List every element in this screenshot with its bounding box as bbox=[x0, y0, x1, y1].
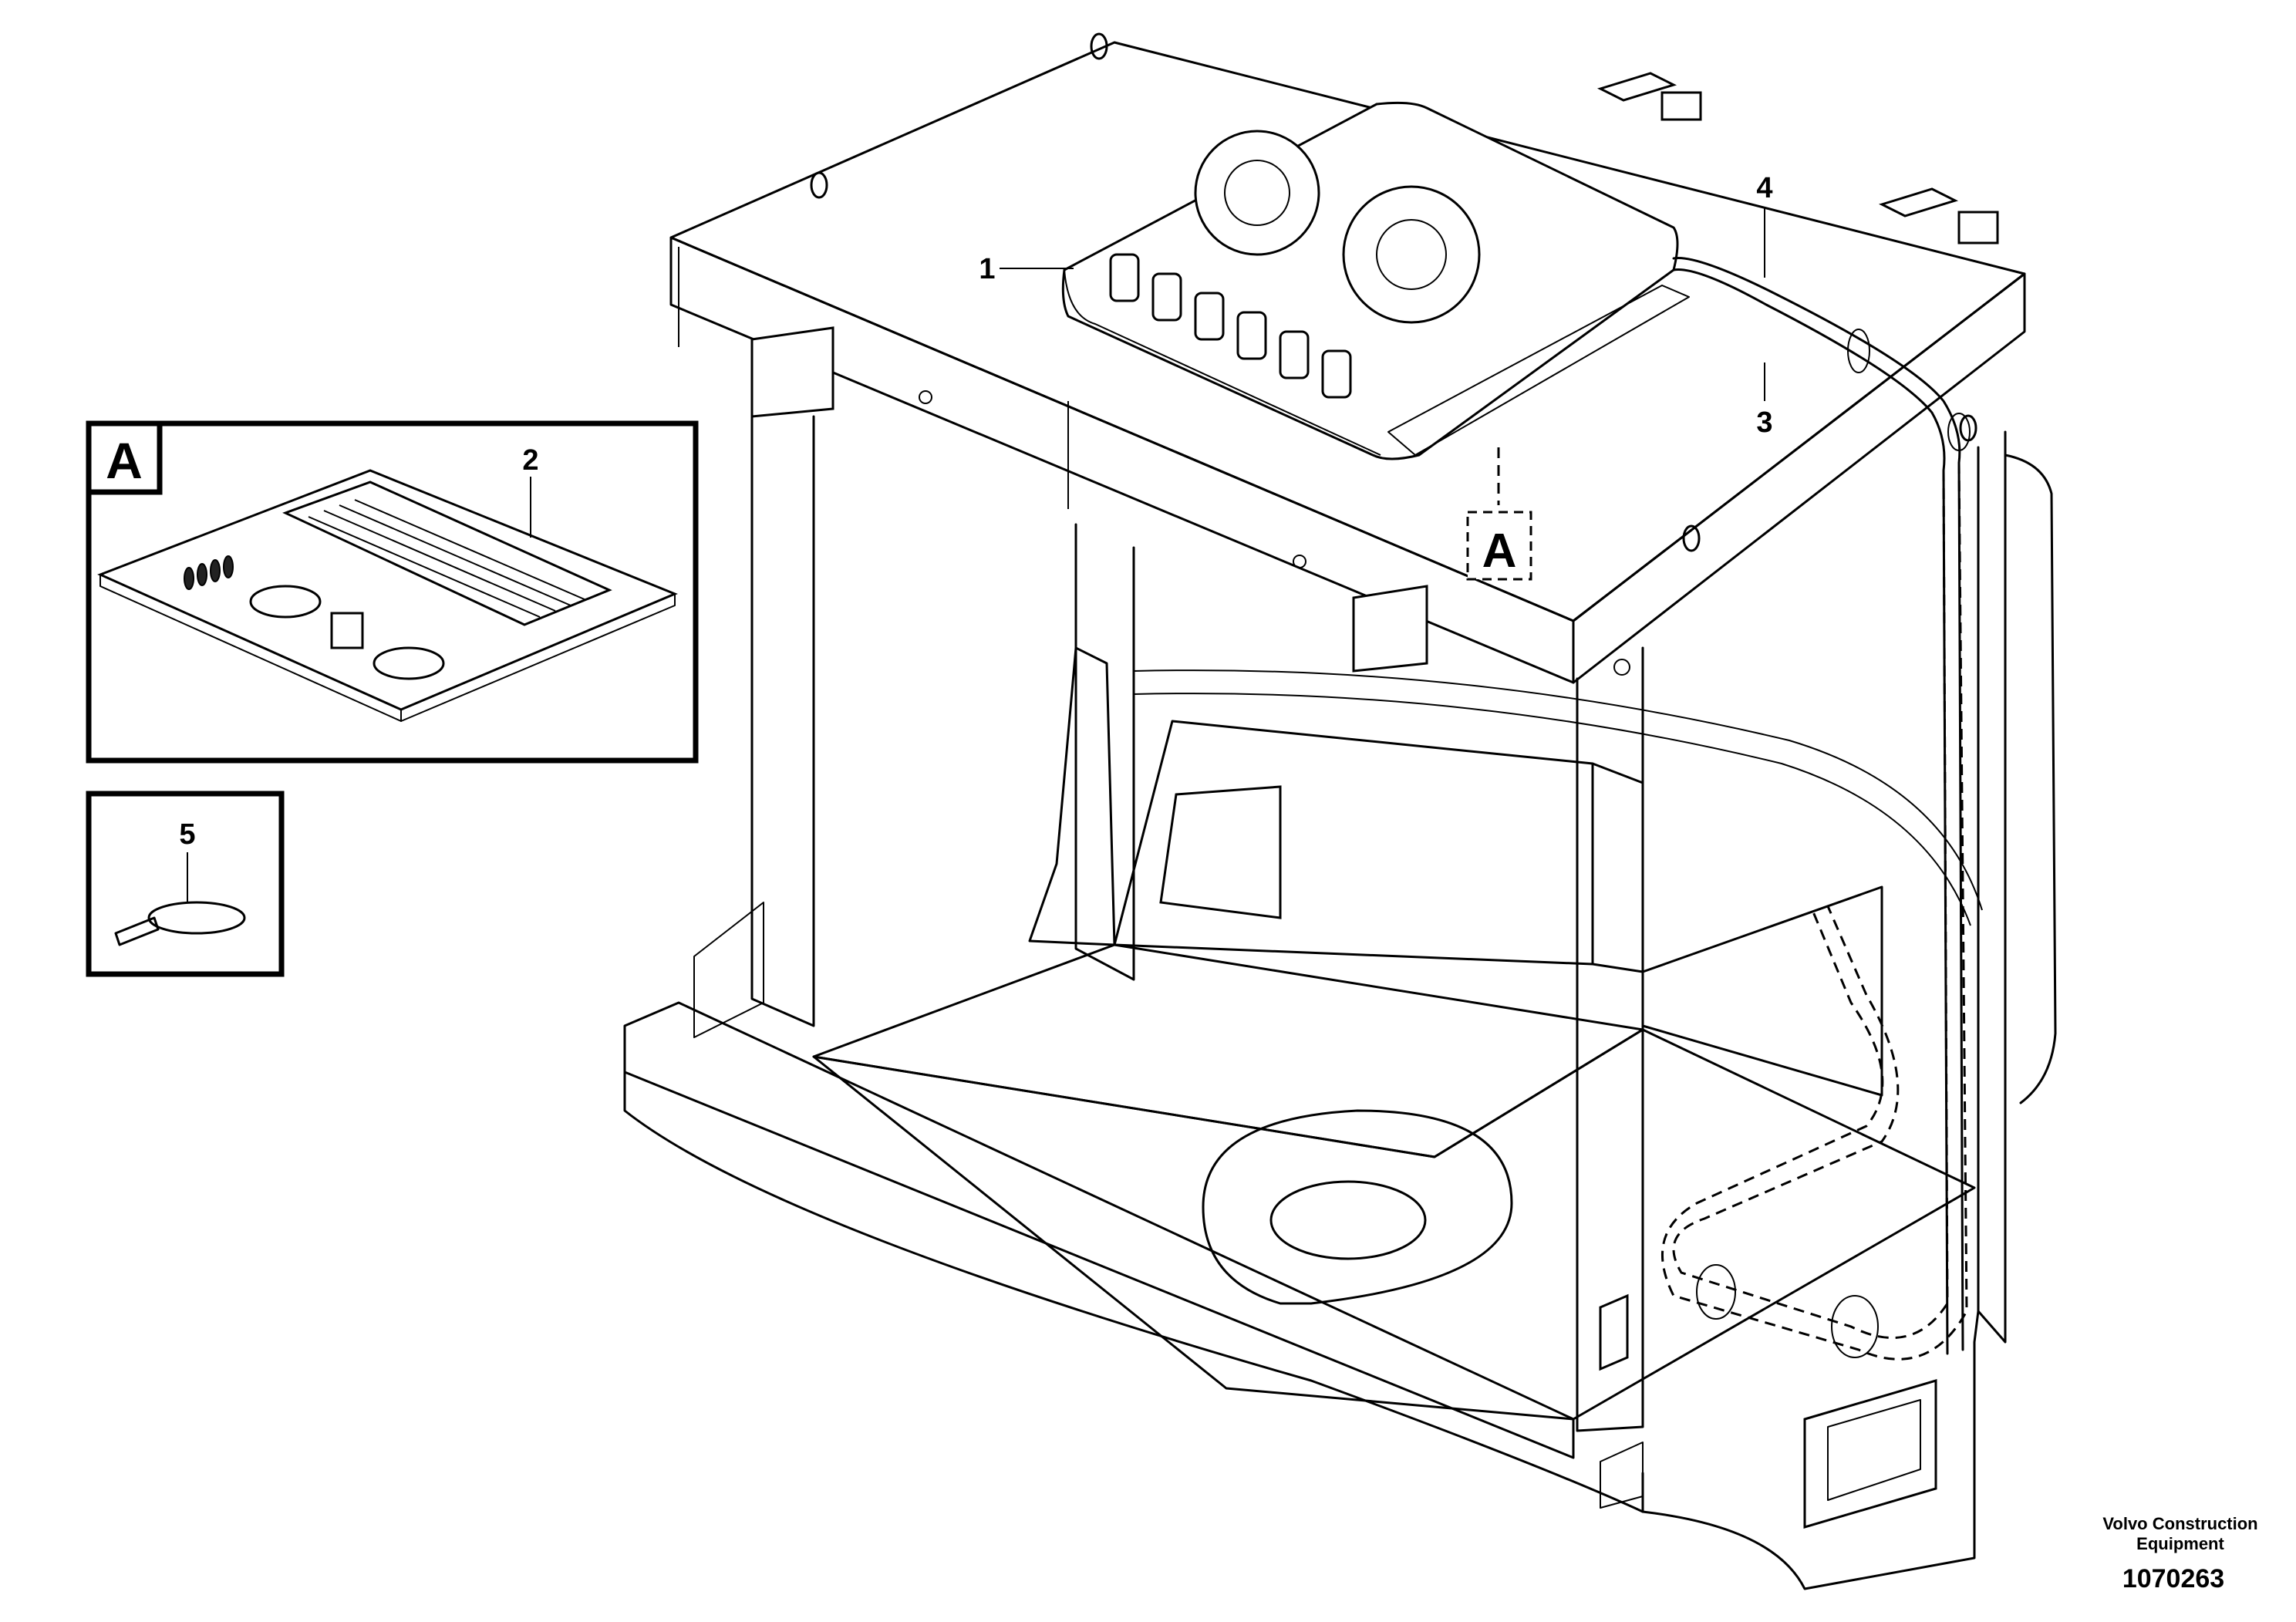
callout-5: 5 bbox=[179, 818, 196, 902]
ac-unit bbox=[1061, 101, 1690, 460]
ac-mounting-vents bbox=[184, 555, 234, 590]
detail-view-a-tag: A bbox=[106, 432, 143, 489]
footer-company-line2: Equipment bbox=[2136, 1534, 2224, 1553]
lifting-eye-icons bbox=[810, 32, 1977, 552]
cable-tie-icon bbox=[114, 901, 246, 946]
callout-4-number: 4 bbox=[1756, 172, 1772, 204]
ac-mounting-frame bbox=[97, 469, 678, 722]
callout-2-number: 2 bbox=[522, 444, 538, 477]
detail-tag-a: A bbox=[1466, 511, 1532, 581]
roof-brackets bbox=[750, 72, 1999, 673]
callout-4: 4 bbox=[1756, 172, 1773, 278]
callout-1: 1 bbox=[979, 253, 1074, 285]
footer-company-line1: Volvo Construction bbox=[2102, 1514, 2257, 1533]
cab-base bbox=[623, 1001, 1980, 1590]
cab-roof bbox=[669, 41, 2026, 684]
refrigerant-hoses bbox=[1661, 257, 1971, 1361]
detail-tag-a-label: A bbox=[1482, 524, 1517, 578]
footer-drawing-number: 1070263 bbox=[2122, 1564, 2224, 1593]
callout-5-number: 5 bbox=[179, 818, 195, 851]
callout-3: 3 bbox=[1756, 363, 1773, 439]
detail-view-a: A bbox=[86, 420, 699, 764]
footer: Volvo Construction Equipment 1070263 bbox=[2102, 1514, 2257, 1593]
callout-3-number: 3 bbox=[1756, 406, 1772, 439]
ac-unit-louvres bbox=[1109, 253, 1352, 399]
cab-interior bbox=[1028, 646, 1983, 1097]
ac-mounting-grille bbox=[308, 499, 587, 618]
callout-2: 2 bbox=[522, 444, 539, 538]
callout-1-number: 1 bbox=[979, 253, 995, 285]
cab-floor bbox=[812, 943, 1976, 1421]
cable-tie-detail bbox=[86, 791, 285, 977]
